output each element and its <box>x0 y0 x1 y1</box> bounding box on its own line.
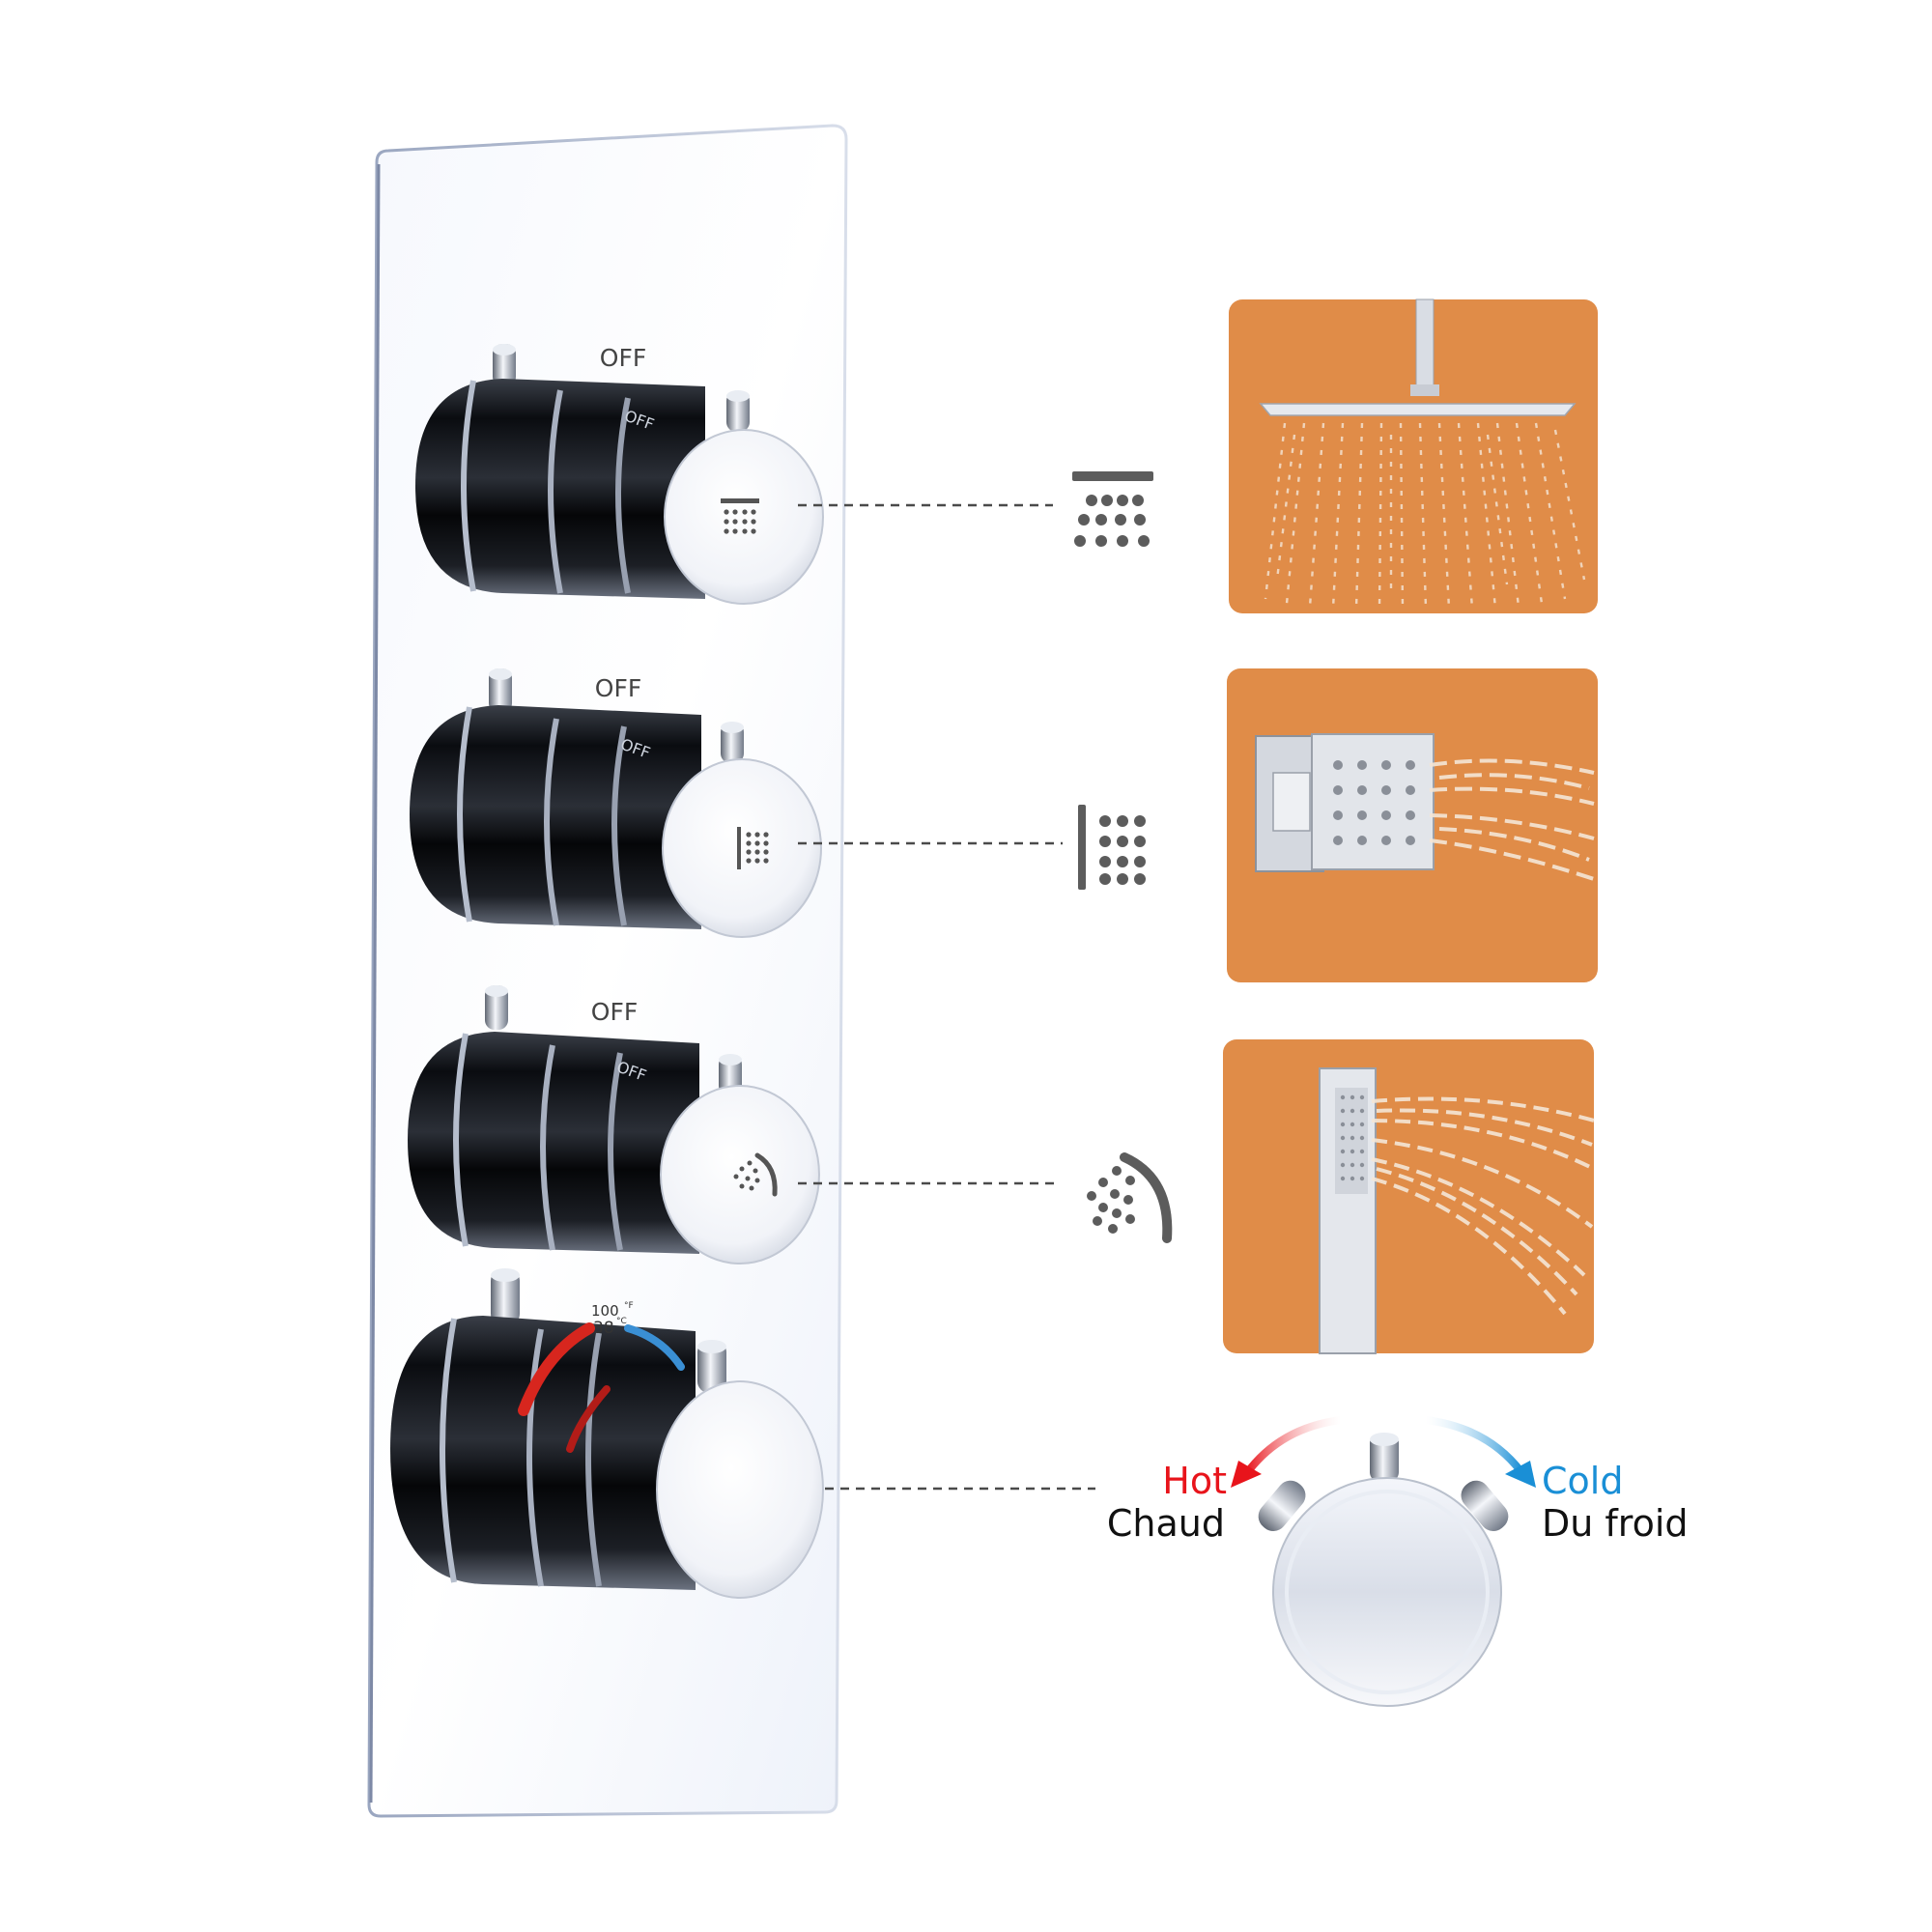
hand-shower-photo <box>1223 1039 1595 1354</box>
knob-lever-pin[interactable] <box>721 723 744 763</box>
hand-shower-icon <box>1087 1152 1173 1243</box>
diverter-knob-1[interactable]: OFF OFF <box>415 344 824 605</box>
knob-lever-pin[interactable] <box>726 391 750 432</box>
hot-label-fr: Chaud <box>1107 1502 1225 1545</box>
knob-off-label: OFF <box>591 998 638 1026</box>
hot-label: Hot <box>1162 1460 1227 1502</box>
scale-c-unit: °C <box>616 1317 627 1326</box>
rain-shower-icon <box>721 498 759 534</box>
thermostat-cap[interactable] <box>656 1380 824 1599</box>
hot-direction-arrow <box>1242 1416 1345 1478</box>
rain-shower-photo <box>1229 298 1598 613</box>
knob-cap[interactable] <box>664 429 824 605</box>
hand-shower-icon <box>733 1152 778 1197</box>
thermostatic-knob[interactable]: 100 °F 38 °C <box>390 1268 824 1599</box>
thermostat-handle-render <box>1258 1433 1509 1707</box>
knob-cap[interactable] <box>660 1085 820 1264</box>
knob-off-label: OFF <box>595 674 641 702</box>
scale-f-unit: °F <box>624 1301 634 1311</box>
cold-scale-band <box>624 1324 685 1371</box>
hot-scale-band <box>518 1322 595 1416</box>
knob-lever-pin[interactable] <box>489 668 512 713</box>
thermostat-lever-pin[interactable] <box>491 1269 520 1325</box>
body-jet-icon <box>1078 805 1146 890</box>
rain-shower-icon <box>1072 471 1153 547</box>
knob-off-label: OFF <box>600 344 646 372</box>
temperature-detail: Hot Chaud Cold Du froid <box>1107 1416 1689 1707</box>
body-jet-photo <box>1227 668 1598 982</box>
cold-label: Cold <box>1542 1460 1623 1502</box>
body-jet-icon <box>737 827 769 869</box>
thermostat-lever-pin[interactable] <box>697 1341 726 1393</box>
cold-label-fr: Du froid <box>1542 1502 1689 1545</box>
diverter-knob-2[interactable]: OFF OFF <box>410 668 822 938</box>
cold-direction-arrow <box>1422 1416 1525 1476</box>
knob-cap[interactable] <box>662 758 822 938</box>
scale-c-value: 38 <box>593 1319 614 1338</box>
knob-lever-pin[interactable] <box>485 985 508 1030</box>
leader-lines <box>798 503 1095 1491</box>
scale-f-value: 100 <box>591 1302 619 1320</box>
diverter-knob-3[interactable]: OFF OFF <box>408 985 820 1264</box>
